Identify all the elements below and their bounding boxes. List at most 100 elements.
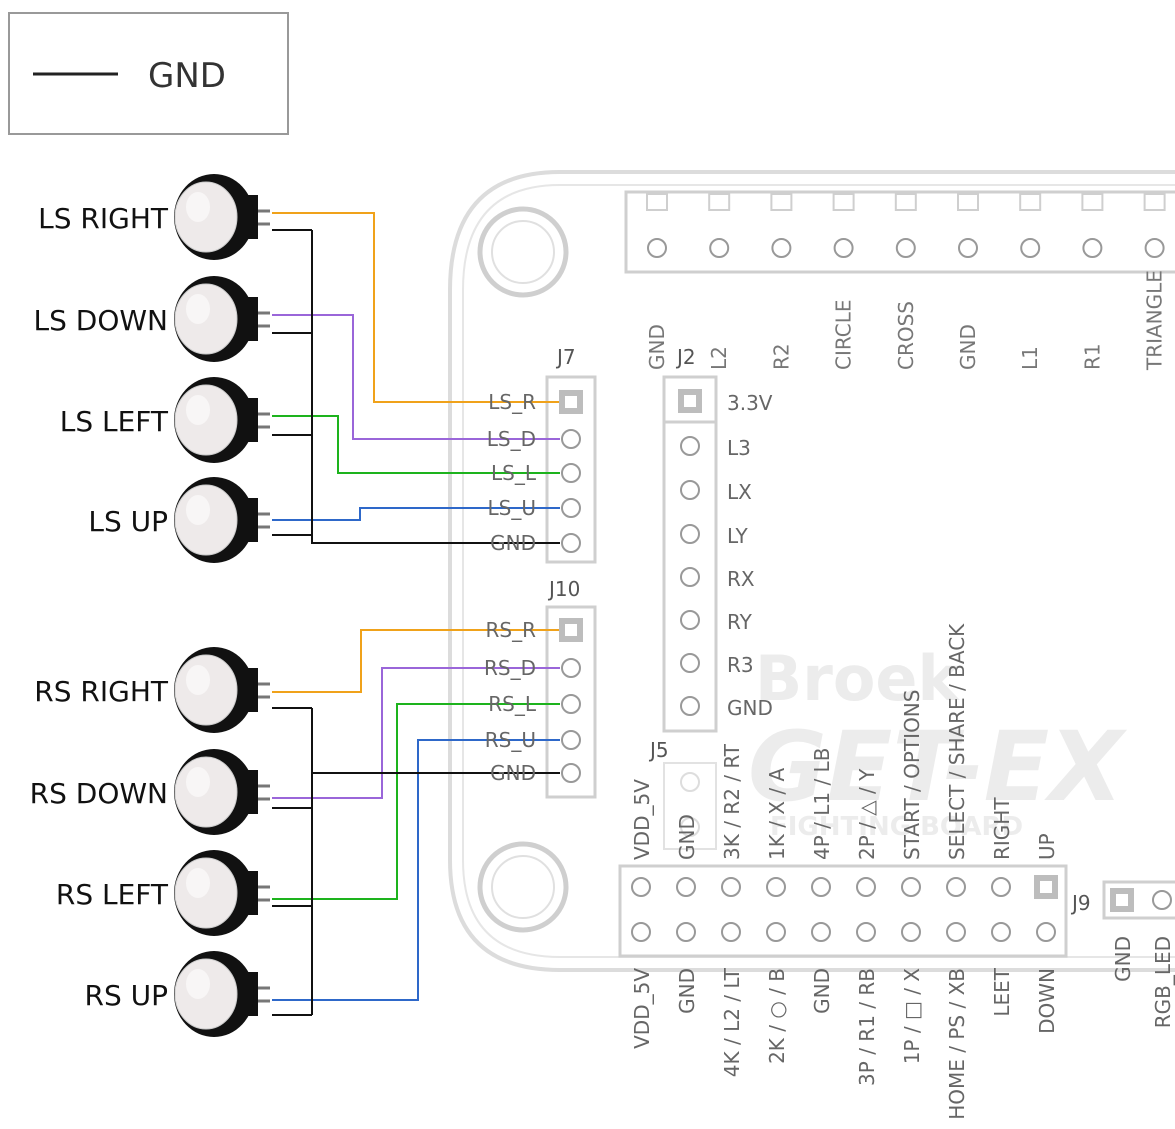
top-pin-gnd bbox=[647, 238, 667, 258]
bottom-upper-label-7: SELECT / SHARE / BACK bbox=[945, 623, 969, 860]
bottom-lower-label-8: LEET bbox=[990, 967, 1014, 1016]
top-pin-label-gnd: GND bbox=[645, 324, 669, 370]
arcade-button-ls-down: LS DOWN bbox=[33, 276, 270, 362]
bottom-upper-label-0: VDD_5V bbox=[630, 779, 654, 860]
j9-title: J9 bbox=[1070, 891, 1091, 915]
top-pin-label-cross: CROSS bbox=[894, 301, 918, 370]
bottom-upper-label-1: GND bbox=[675, 814, 699, 860]
j2-header: J2 bbox=[662, 345, 718, 733]
j10-label-rs_r: RS_R bbox=[486, 618, 537, 642]
watermark-line3: FIGHTING BOARD bbox=[770, 812, 1023, 842]
wire-ls-0 bbox=[272, 212, 560, 403]
j2-label-rx: RX bbox=[727, 567, 755, 591]
j2-title: J2 bbox=[675, 345, 696, 369]
j7-label-ls_u: LS_U bbox=[488, 496, 536, 520]
bottom-lower-label-6: 1P / □ / X bbox=[900, 968, 924, 1065]
bottom-upper-label-3: 1K / X / A bbox=[765, 768, 789, 860]
j2-label-ly: LY bbox=[727, 524, 748, 548]
buttons: LS RIGHT LS DOWN LS LEFT LS UP RS RIGHT RS DO… bbox=[30, 174, 270, 1037]
bottom-lower-label-5: 3P / R1 / RB bbox=[855, 968, 879, 1086]
top-pin-label-r2: R2 bbox=[769, 343, 793, 370]
j2-label-lx: LX bbox=[727, 480, 752, 504]
button-label-7: RS UP bbox=[84, 979, 168, 1012]
j10-pin-gnd bbox=[561, 763, 581, 783]
j7-label-gnd: GND bbox=[490, 531, 536, 555]
top-pin-gnd bbox=[958, 238, 978, 258]
legend-gnd-label: GND bbox=[148, 56, 226, 96]
j7-header: J7 bbox=[545, 345, 597, 564]
j2-pin-lx bbox=[680, 480, 700, 500]
top-pin-circle bbox=[833, 238, 854, 258]
bottom-upper-pin-5 bbox=[856, 877, 876, 897]
bottom-upper-pin-1 bbox=[676, 877, 696, 897]
j9-header: J9 bbox=[1070, 880, 1175, 920]
button-label-4: RS RIGHT bbox=[34, 675, 169, 708]
bottom-upper-pin-0 bbox=[631, 877, 651, 897]
bottom-lower-pin-1 bbox=[676, 922, 696, 942]
bottom-lower-pin-9 bbox=[1036, 922, 1056, 942]
j9-label-gnd: GND bbox=[1111, 936, 1135, 982]
j2-label-l3: L3 bbox=[727, 436, 751, 460]
legend: GND bbox=[8, 12, 289, 135]
j9-pin-rgb_led bbox=[1152, 890, 1172, 910]
watermark-line1: Broek bbox=[755, 642, 960, 715]
arcade-button-ls-right: LS RIGHT bbox=[38, 174, 270, 260]
arcade-button-rs-right: RS RIGHT bbox=[34, 647, 270, 733]
bottom-lower-pin-4 bbox=[811, 922, 831, 942]
j5-header: J5 bbox=[648, 738, 717, 850]
j10-label-rs_u: RS_U bbox=[485, 728, 536, 752]
bottom-lower-label-4: GND bbox=[810, 968, 834, 1014]
j7-label-ls_l: LS_L bbox=[491, 461, 537, 485]
j2-pin-ry bbox=[680, 610, 700, 630]
gnd-bus-ls bbox=[311, 230, 560, 544]
top-header bbox=[624, 190, 1175, 274]
bottom-lower-label-7: HOME / PS / XB bbox=[945, 968, 969, 1120]
bottom-lower-pin-3 bbox=[766, 922, 786, 942]
top-pin-cross bbox=[895, 238, 916, 258]
bottom-upper-label-4: 4P / L1 / LB bbox=[810, 748, 834, 860]
top-pin-r2 bbox=[771, 238, 792, 258]
j2-pin-rx bbox=[680, 567, 700, 587]
arcade-button-ls-up: LS UP bbox=[88, 477, 270, 563]
j2-pin-r3 bbox=[680, 653, 700, 673]
j2-label-r3: R3 bbox=[727, 653, 754, 677]
board bbox=[448, 170, 1175, 972]
j2-label-3.3v: 3.3V bbox=[727, 391, 773, 415]
arcade-button-rs-down: RS DOWN bbox=[30, 749, 270, 835]
top-pin-label-gnd: GND bbox=[956, 324, 980, 370]
arcade-button-rs-left: RS LEFT bbox=[56, 850, 270, 936]
bottom-lower-pin-0 bbox=[631, 922, 651, 942]
top-pin-label-l2: L2 bbox=[707, 346, 731, 370]
j10-label-gnd: GND bbox=[490, 761, 536, 785]
j10-pin-rs_u bbox=[561, 730, 581, 750]
j2-label-gnd: GND bbox=[727, 696, 773, 720]
top-pin-label-r1: R1 bbox=[1080, 343, 1104, 370]
wire-ls-3 bbox=[272, 507, 560, 521]
j10-label-rs_d: RS_D bbox=[484, 656, 536, 680]
wire-rs-1 bbox=[272, 667, 560, 799]
bottom-upper-pin-3 bbox=[766, 877, 786, 897]
top-pin-label-triangle: TRIANGLE bbox=[1143, 270, 1167, 371]
button-label-2: LS LEFT bbox=[60, 405, 169, 438]
button-label-0: LS RIGHT bbox=[38, 202, 169, 235]
button-label-6: RS LEFT bbox=[56, 878, 169, 911]
top-pin-l2 bbox=[709, 238, 730, 258]
j10-header: J10 bbox=[545, 577, 597, 799]
j7-title: J7 bbox=[555, 345, 576, 369]
j7-pin-ls_d bbox=[561, 429, 581, 449]
bottom-lower-pin-7 bbox=[946, 922, 966, 942]
arcade-button-ls-left: LS LEFT bbox=[60, 377, 270, 463]
bottom-upper-pin-4 bbox=[811, 877, 831, 897]
bottom-upper-pin-2 bbox=[721, 877, 741, 897]
bottom-upper-label-9: UP bbox=[1035, 833, 1059, 860]
button-label-3: LS UP bbox=[88, 505, 168, 538]
bottom-lower-pin-2 bbox=[721, 922, 741, 942]
arcade-button-rs-up: RS UP bbox=[84, 951, 270, 1037]
bottom-upper-label-2: 3K / R2 / RT bbox=[720, 743, 744, 860]
button-label-1: LS DOWN bbox=[33, 304, 168, 337]
wire-ls-2 bbox=[272, 415, 560, 474]
j2-pin-l3 bbox=[680, 436, 700, 456]
bottom-upper-pin-8 bbox=[991, 877, 1011, 897]
wire-ls-1 bbox=[272, 314, 560, 440]
